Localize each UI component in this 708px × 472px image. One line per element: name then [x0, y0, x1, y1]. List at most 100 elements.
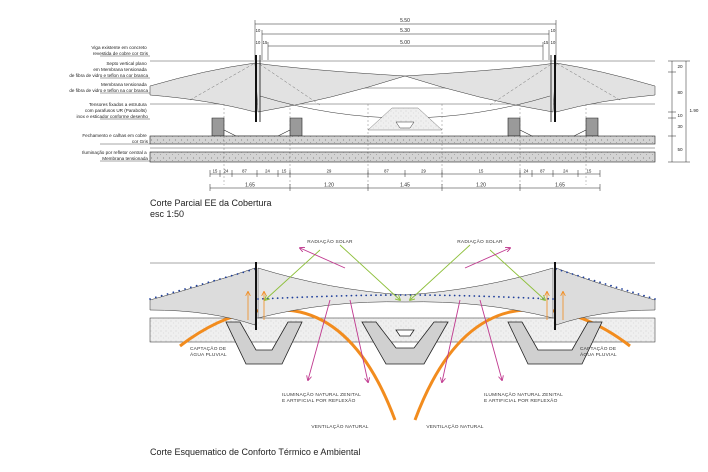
rain-dot [593, 279, 596, 282]
rain-dot [271, 297, 274, 300]
rain-dot [213, 279, 216, 282]
rain-left-label: CAPTAÇÃO DE ÁGUA PLUVIAL [190, 345, 228, 358]
rain-dot [360, 294, 363, 297]
rain-dot [458, 294, 461, 297]
vdim-total: 1.90 [690, 108, 699, 113]
dim-label: 15 [587, 169, 592, 174]
rain-dot [632, 291, 634, 294]
rain-dot [296, 296, 299, 299]
mast-vent-arrows [248, 292, 563, 320]
dim-third: 5.00 [400, 40, 410, 46]
rain-dot [537, 297, 540, 300]
rain-dot [262, 297, 264, 300]
rain-dot [527, 297, 530, 299]
label-septum: Septo vertical plano em Membrana tension… [69, 61, 148, 78]
rain-dot [626, 289, 629, 292]
light-right-label: ILUMINAÇÃO NATURAL ZENITAL E ARTIFICIAL … [484, 391, 564, 404]
rain-dot [599, 281, 601, 284]
rain-dot [621, 288, 623, 290]
dim-label: 15 [479, 169, 484, 174]
rain-dot [321, 295, 323, 298]
tensor-lines [189, 62, 621, 106]
solar-arrows [265, 244, 545, 300]
vdim-30: 30 [677, 124, 683, 129]
rain-dot [404, 294, 407, 296]
rain-dot [478, 295, 481, 298]
rain-dot [325, 295, 328, 298]
center-reflector [367, 107, 443, 131]
vdim-50: 50 [677, 147, 683, 152]
membrane-left [149, 62, 406, 113]
rain-dot [409, 294, 412, 296]
rain-dot [473, 295, 476, 297]
rain-dot [577, 274, 579, 277]
rain-dot [306, 296, 309, 298]
rain-dot [517, 296, 520, 299]
rain-dot [648, 296, 651, 299]
label-lighting: Iluminação por refletor central a Membra… [82, 150, 148, 161]
label-membrane: Membrana tensionada de fibra de vidro e … [69, 82, 148, 93]
rain-dot [365, 294, 368, 297]
mast-left [255, 55, 261, 122]
rain-dot [588, 278, 590, 280]
dim-second: 5.30 [400, 28, 410, 34]
schematic-membranes [149, 267, 656, 326]
rain-dot [195, 284, 198, 287]
rain-dot [154, 296, 157, 299]
rain-dot [219, 278, 221, 280]
rain-dot [507, 296, 510, 299]
vdim-80: 80 [677, 90, 683, 95]
rain-dot [375, 294, 377, 297]
rain-dot [643, 294, 645, 297]
rain-dot [330, 295, 333, 298]
rain-dot [498, 295, 500, 298]
dim-label: 15 [282, 169, 287, 174]
rain-dot [637, 293, 640, 295]
dim-label: 29 [421, 169, 426, 174]
rain-dot [350, 294, 353, 297]
rain-dot [230, 274, 233, 277]
schematic-gutters [225, 321, 603, 365]
rain-dot [380, 294, 382, 297]
rain-dot [468, 294, 471, 297]
rain-dot [166, 293, 169, 295]
section1-title: Corte Parcial EE da Cobertura [150, 198, 272, 208]
mast-right [550, 55, 556, 122]
rain-dot [463, 294, 466, 297]
solar-left-label: RADIAÇÃO SOLAR [307, 238, 353, 245]
rain-dot [345, 294, 348, 297]
rain-dot [582, 276, 585, 279]
rain-dot [316, 295, 318, 298]
section2-title: Corte Esquematico de Conforto Térmico e … [150, 447, 360, 457]
rain-dot [248, 269, 251, 272]
dim-label: 15 [213, 169, 218, 174]
rain-dot [552, 298, 554, 300]
vdim-20: 20 [677, 64, 683, 69]
vent-right-label: VENTILAÇÃO NATURAL [426, 423, 483, 430]
rain-dot [443, 294, 446, 297]
section-partial-cut: 5.50 5.30 5.00 10 10 15 15 10 10 [69, 18, 699, 219]
rain-dot [172, 291, 175, 294]
rain-dot [236, 273, 239, 275]
rain-dot [547, 297, 549, 300]
rain-dot [654, 298, 656, 300]
rain-dot [502, 296, 505, 298]
dim-label: 1.65 [245, 183, 255, 189]
reflected-arrows [300, 248, 510, 382]
rain-dot [242, 271, 245, 274]
bottom-dimensions [209, 170, 601, 191]
rain-dot [424, 294, 427, 296]
rain-dot [560, 269, 563, 272]
dim-label: 1.45 [400, 183, 410, 189]
rain-dot [207, 281, 210, 284]
rain-dot [301, 296, 304, 299]
dim-label: 24 [563, 169, 568, 174]
section1-scale: esc 1:50 [150, 209, 184, 219]
rain-dot [189, 286, 192, 289]
top-dimensions [254, 20, 557, 60]
dim-left-10b: 10 [256, 40, 261, 45]
vent-left-label: VENTILAÇÃO NATURAL [311, 423, 368, 430]
concrete-beam-bottom [149, 151, 656, 163]
rain-dot [389, 294, 392, 296]
dim-right-15: 15 [544, 40, 549, 45]
